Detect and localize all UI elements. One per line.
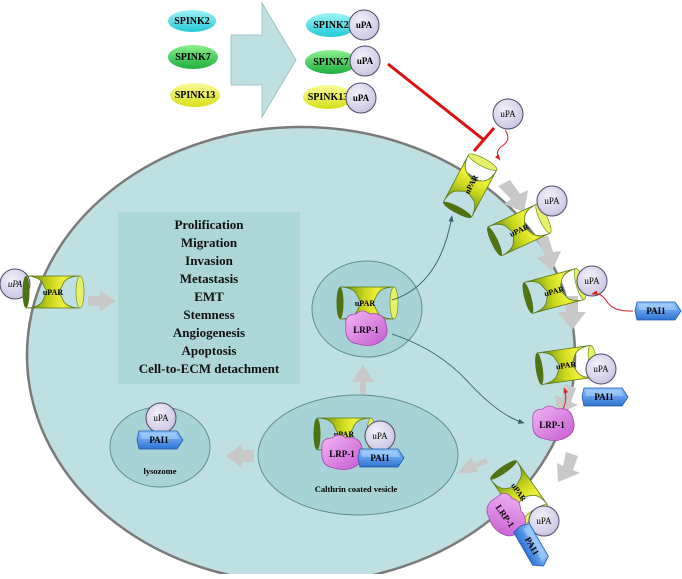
effect-angiogenesis: Angiogenesis bbox=[173, 325, 245, 340]
vesicle-upar: uPAR bbox=[336, 286, 399, 320]
svg-text:uPA: uPA bbox=[536, 516, 552, 526]
pai1-free: PAI1 bbox=[634, 301, 682, 321]
svg-text:uPA: uPA bbox=[372, 431, 388, 441]
binding-big-arrow bbox=[230, 1, 297, 119]
svg-text:uPAR: uPAR bbox=[355, 299, 376, 308]
svg-text:uPA: uPA bbox=[8, 279, 23, 289]
spink2-free: SPINK2 bbox=[168, 10, 216, 32]
svg-text:SPINK7: SPINK7 bbox=[313, 57, 349, 68]
spink7-inhibition bbox=[387, 62, 496, 152]
effect-metastasis: Metastasis bbox=[180, 271, 239, 286]
upar-lrp1-pai1-upa-complex: uPAR LRP-1 uPA PAI1 bbox=[480, 457, 560, 571]
spink13-upa-complex: SPINK13 uPA bbox=[303, 82, 377, 114]
lysozome-label: lysozome bbox=[143, 466, 176, 476]
svg-text:uPA: uPA bbox=[584, 276, 600, 286]
upa-upar-pai1-complex: uPAR uPA PAI1 bbox=[533, 344, 629, 407]
svg-text:SPINK13: SPINK13 bbox=[308, 92, 349, 103]
svg-text:PAI1: PAI1 bbox=[594, 392, 614, 402]
svg-text:SPINK2: SPINK2 bbox=[313, 20, 349, 31]
ccv-complex: uPAR uPA LRP-1 PAI1 bbox=[313, 417, 405, 471]
spink2-upa-complex: SPINK2 uPA bbox=[306, 9, 380, 41]
svg-text:SPINK2: SPINK2 bbox=[174, 16, 210, 27]
svg-text:uPA: uPA bbox=[353, 93, 370, 103]
left-upa-upar-complex: uPA uPAR bbox=[0, 268, 85, 309]
upa-upar-complex-3: uPAR uPA bbox=[519, 265, 608, 315]
lrp1-binding-arrow bbox=[562, 387, 569, 410]
free-spink-column: SPINK2 SPINK7 SPINK13 bbox=[168, 10, 220, 107]
effect-migration: Migration bbox=[181, 235, 238, 250]
spink13-free: SPINK13 bbox=[170, 83, 220, 107]
upar-receptor-top: uPAR bbox=[441, 150, 500, 221]
svg-text:PAI1: PAI1 bbox=[149, 435, 169, 445]
lysozome-upa-pai1: uPA PAI1 bbox=[136, 402, 184, 450]
spink7-upa-complex: SPINK7 uPA bbox=[305, 45, 381, 77]
vesicle-lrp1: LRP-1 bbox=[345, 310, 388, 347]
svg-text:uPA: uPA bbox=[593, 364, 609, 374]
effect-emt: EMT bbox=[194, 289, 224, 304]
effect-apoptosis: Apoptosis bbox=[182, 343, 237, 358]
upa-binding-arrow bbox=[494, 129, 509, 161]
effect-stemness: Stemness bbox=[183, 307, 234, 322]
lrp1-recycling-arrow bbox=[391, 333, 525, 424]
svg-text:uPA: uPA bbox=[357, 56, 374, 66]
svg-text:LRP-1: LRP-1 bbox=[353, 325, 379, 335]
vesicle-label: Calthrin coated vesicle bbox=[315, 484, 398, 494]
svg-text:uPAR: uPAR bbox=[334, 430, 355, 439]
svg-text:LRP-1: LRP-1 bbox=[539, 420, 565, 430]
svg-text:SPINK7: SPINK7 bbox=[175, 52, 211, 63]
effect-invasion: Invasion bbox=[185, 253, 233, 268]
free-upa-top: uPA bbox=[492, 98, 524, 130]
effects-list: Prolification Migration Invasion Metasta… bbox=[139, 217, 280, 376]
upa-upar-complex-2: uPAR uPA bbox=[484, 185, 568, 258]
svg-text:uPAR: uPAR bbox=[555, 360, 577, 372]
pai1-binding-arrow bbox=[591, 290, 634, 312]
membrane-flow-arrows bbox=[88, 180, 586, 482]
effect-cell-ecm-detachment: Cell-to-ECM detachment bbox=[139, 361, 280, 376]
recycling-arrow-to-membrane bbox=[391, 215, 454, 301]
effects-panel bbox=[118, 212, 300, 384]
svg-text:uPAR: uPAR bbox=[43, 288, 64, 297]
lrp1-free: LRP-1 bbox=[532, 405, 575, 442]
svg-text:uPA: uPA bbox=[356, 20, 373, 30]
svg-text:SPINK13: SPINK13 bbox=[175, 90, 216, 101]
svg-text:uPA: uPA bbox=[153, 413, 169, 423]
svg-text:uPA: uPA bbox=[544, 196, 560, 206]
svg-text:LRP-1: LRP-1 bbox=[329, 449, 355, 459]
svg-text:PAI1: PAI1 bbox=[370, 453, 390, 463]
spink7-free: SPINK7 bbox=[168, 45, 218, 69]
bound-spink-column: SPINK2 uPA SPINK7 uPA SPINK13 uPA bbox=[303, 9, 381, 114]
svg-text:uPA: uPA bbox=[500, 109, 516, 119]
effect-proliferation: Prolification bbox=[174, 217, 244, 232]
svg-text:PAI1: PAI1 bbox=[646, 306, 666, 316]
